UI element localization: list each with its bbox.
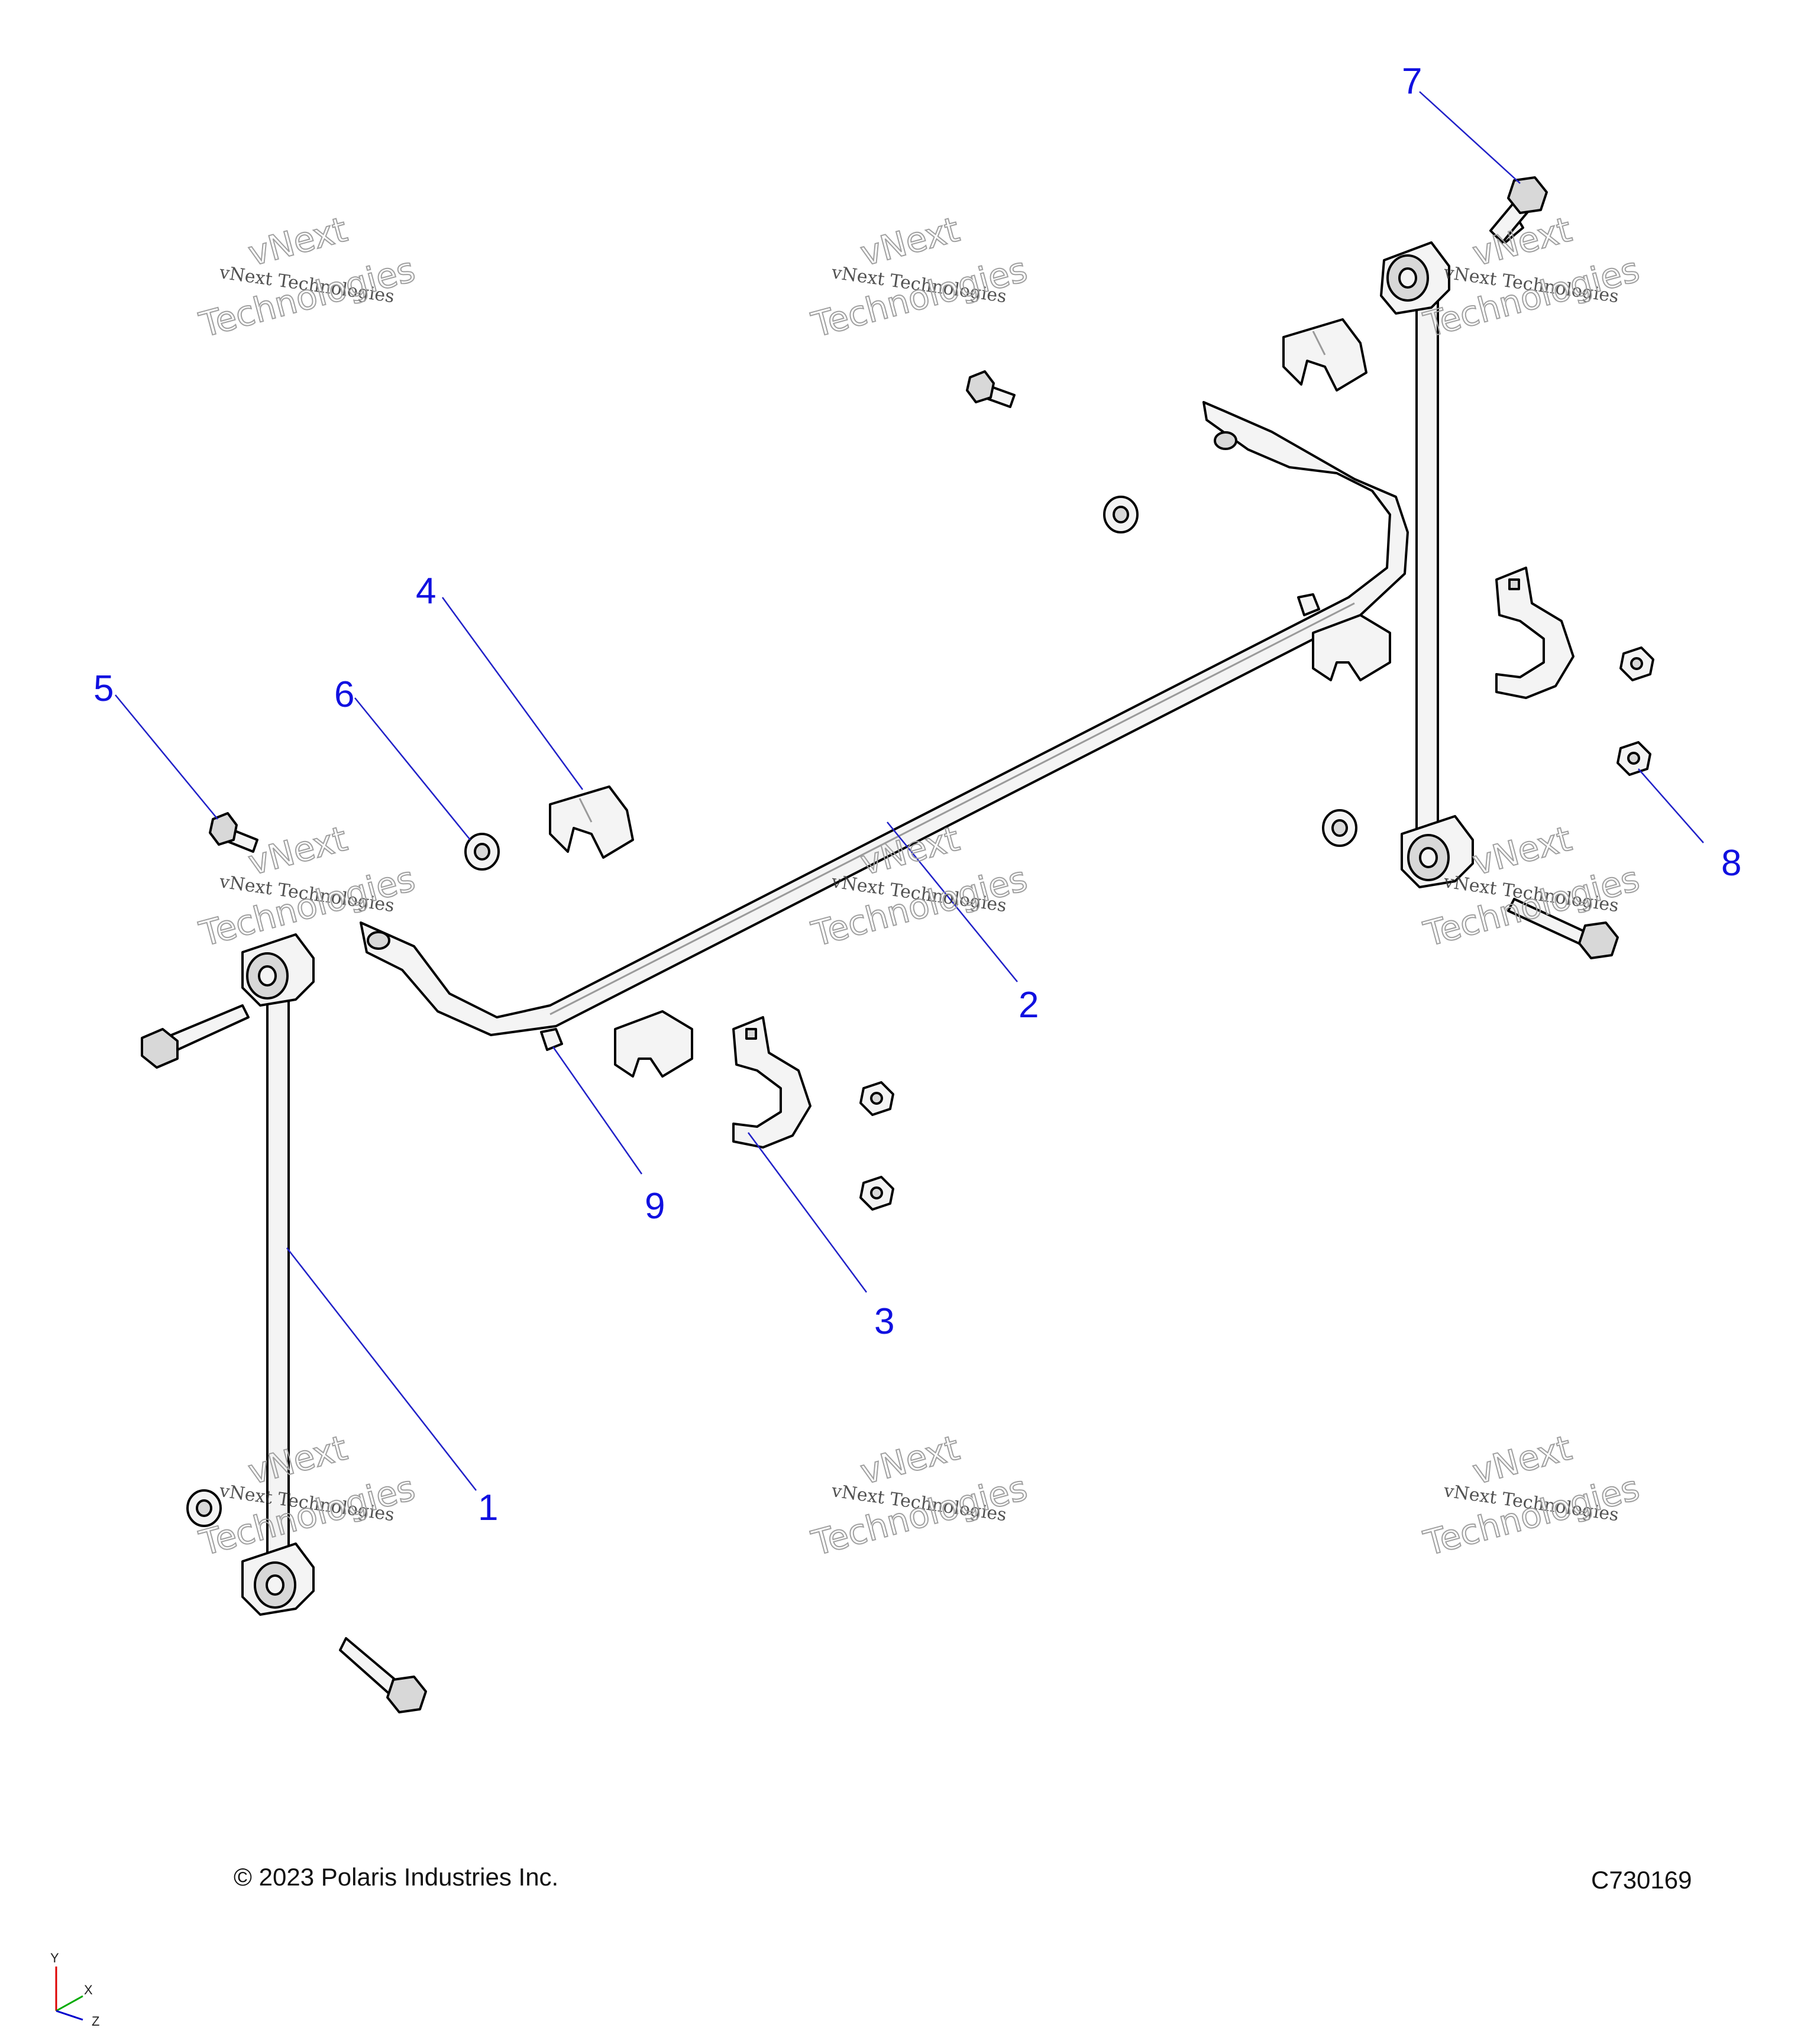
bolt-5 <box>209 812 258 853</box>
svg-text:vNext: vNext <box>1469 819 1576 884</box>
callout-3: 3 <box>874 1301 894 1342</box>
bolt-link-upper-right <box>1489 176 1548 244</box>
callout-5: 5 <box>93 668 114 709</box>
copyright-text: © 2023 Polaris Industries Inc. <box>234 1863 559 1891</box>
svg-text:vNext: vNext <box>244 209 351 274</box>
callout-7: 7 <box>1402 61 1422 102</box>
watermark-g: vNext vNext Technologies Technologies <box>195 1427 419 1564</box>
watermark-a: vNext vNext Technologies Technologies <box>195 209 419 346</box>
watermark-c: vNext vNext Technologies Technologies <box>1419 209 1644 346</box>
clamp-upper-right <box>1495 567 1574 699</box>
left-stabilizer-link <box>241 933 315 1616</box>
bolt-link-lower-right <box>1507 898 1619 959</box>
bolt-link-lower-left <box>339 1637 427 1713</box>
watermark-h: vNext vNext Technologies Technologies <box>807 1427 1032 1564</box>
bushing-4 <box>549 785 634 859</box>
callout-4: 4 <box>416 571 436 612</box>
svg-text:vNext: vNext <box>244 819 351 884</box>
callout-1: 1 <box>478 1487 498 1528</box>
clamp-3 <box>732 1016 811 1149</box>
watermark-e: vNext vNext Technologies Technologies <box>807 818 1032 955</box>
nut-left-lower <box>186 1489 222 1527</box>
callout-6: 6 <box>334 674 354 715</box>
stabilizer-bar <box>360 401 1409 1036</box>
nut-lower-mid-1 <box>859 1081 894 1116</box>
bushing-upper-right <box>1282 318 1367 392</box>
nut-8 <box>1616 741 1651 776</box>
callout-2: 2 <box>1019 985 1039 1026</box>
svg-text:vNext: vNext <box>856 1428 964 1493</box>
svg-text:vNext: vNext <box>244 1428 351 1493</box>
nut-8-upper <box>1619 646 1654 681</box>
svg-text:vNext: vNext <box>1469 1428 1576 1493</box>
watermark-b: vNext vNext Technologies Technologies <box>807 209 1032 346</box>
leader-lines <box>115 91 1704 1491</box>
nut-mid-upper <box>1103 496 1139 533</box>
nut-right-mid <box>1322 809 1357 847</box>
grease-fitting-upper <box>1297 593 1320 616</box>
figure-id: C730169 <box>1591 1866 1692 1894</box>
nut-lower-mid-2 <box>859 1176 894 1211</box>
bolt-link-upper-left <box>141 1004 250 1069</box>
split-bushing-upper <box>1312 614 1391 681</box>
bolt-upper-mid <box>966 370 1016 408</box>
callout-9: 9 <box>645 1186 665 1227</box>
right-stabilizer-link <box>1380 241 1474 888</box>
axis-triad: Y X Z <box>50 1951 99 2029</box>
watermark-i: vNext vNext Technologies Technologies <box>1419 1427 1644 1564</box>
axis-y-label: Y <box>50 1951 59 1965</box>
axis-x-label: X <box>84 1982 93 1997</box>
grease-fitting-9 <box>540 1028 563 1051</box>
nut-6 <box>464 833 500 871</box>
svg-text:vNext: vNext <box>856 209 964 274</box>
axis-z-label: Z <box>92 2014 99 2029</box>
callout-8: 8 <box>1721 843 1741 884</box>
callout-labels: 1 2 3 4 5 6 7 8 9 <box>93 61 1741 1528</box>
split-bushing-lower <box>614 1010 693 1078</box>
